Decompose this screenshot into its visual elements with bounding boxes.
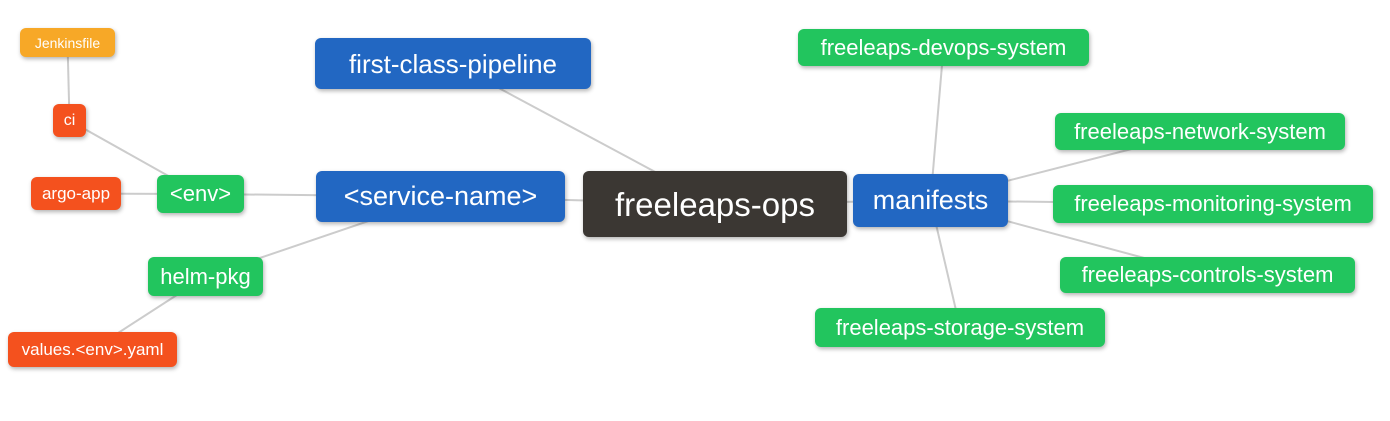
node-freeleaps-devops-system[interactable]: freeleaps-devops-system: [798, 29, 1089, 66]
node-manifests[interactable]: manifests: [853, 174, 1008, 227]
node-jenkinsfile[interactable]: Jenkinsfile: [20, 28, 115, 57]
node-freeleaps-ops[interactable]: freeleaps-ops: [583, 171, 847, 237]
node-values-env-yaml[interactable]: values.<env>.yaml: [8, 332, 177, 367]
node-freeleaps-storage-system[interactable]: freeleaps-storage-system: [815, 308, 1105, 347]
node-helm-pkg[interactable]: helm-pkg: [148, 257, 263, 296]
node-first-class-pipeline[interactable]: first-class-pipeline: [315, 38, 591, 89]
node-env[interactable]: <env>: [157, 175, 244, 213]
node-freeleaps-network-system[interactable]: freeleaps-network-system: [1055, 113, 1345, 150]
node-ci[interactable]: ci: [53, 104, 86, 137]
node-freeleaps-monitoring-system[interactable]: freeleaps-monitoring-system: [1053, 185, 1373, 223]
node-service-name[interactable]: <service-name>: [316, 171, 565, 222]
node-argo-app[interactable]: argo-app: [31, 177, 121, 210]
node-freeleaps-controls-system[interactable]: freeleaps-controls-system: [1060, 257, 1355, 293]
